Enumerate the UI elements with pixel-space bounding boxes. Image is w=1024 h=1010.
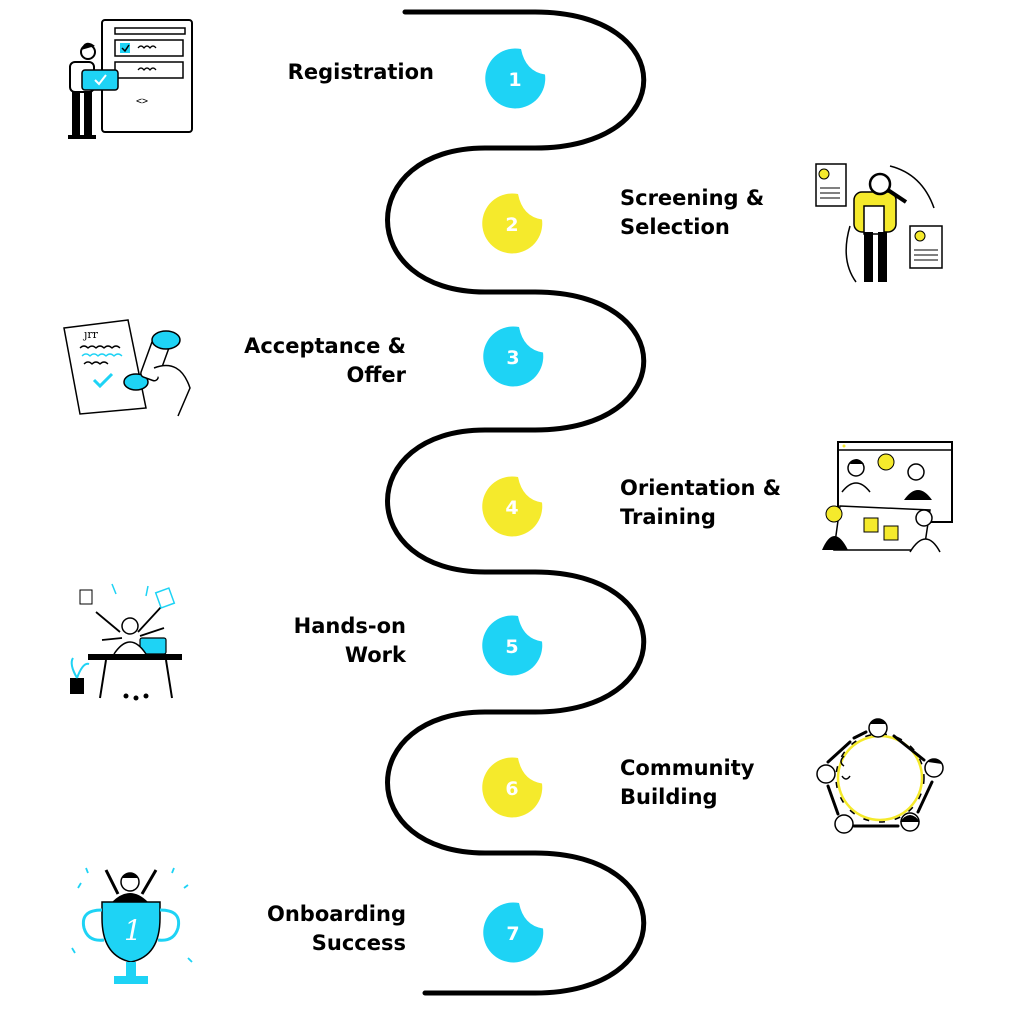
step-number: 4 (505, 497, 518, 519)
svg-text:<>: <> (136, 96, 148, 107)
community-building-illustration (816, 718, 944, 834)
hands-on-work-illustration (70, 583, 182, 701)
step-label-line: Orientation & (620, 476, 782, 500)
step-badge-blob (483, 326, 544, 387)
orientation-illustration (822, 441, 953, 553)
step-label-line: Training (620, 505, 716, 529)
step-label-hands-on: Hands-on Work (294, 612, 406, 670)
svg-text:ȷrr: ȷrr (82, 328, 99, 341)
step-number: 6 (505, 778, 518, 800)
screening-illustration (815, 163, 943, 283)
step-badges: 1 2 3 4 5 6 7 (482, 48, 546, 963)
registration-illustration: <> (68, 19, 193, 139)
step-badge: 3 (483, 326, 544, 387)
step-label-orientation: Orientation & Training (620, 474, 781, 532)
step-badge: 1 (485, 48, 546, 109)
step-label-line: Offer (346, 363, 406, 387)
winding-path (385, 9, 647, 996)
step-label-line: Work (344, 643, 406, 667)
step-badge: 2 (482, 193, 543, 254)
step-label-success: Onboarding Success (267, 900, 406, 958)
step-badge-blob (482, 476, 543, 537)
step-label-line: Screening & (620, 186, 765, 210)
step-badge: 4 (482, 476, 543, 537)
step-label-line: Selection (620, 215, 730, 239)
step-number: 2 (505, 214, 518, 236)
acceptance-illustration: ȷrr (63, 319, 191, 417)
step-label-line: Onboarding (266, 902, 406, 926)
step-label-line: Registration (287, 60, 434, 84)
step-number: 3 (506, 347, 519, 369)
step-label-line: Success (311, 931, 406, 955)
step-badge-blob (482, 615, 543, 676)
step-badge: 6 (482, 757, 543, 818)
step-badge-blob (485, 48, 546, 109)
step-label-screening: Screening & Selection (620, 184, 764, 242)
step-badge-blob (482, 193, 543, 254)
step-badge: 5 (482, 615, 543, 676)
onboarding-success-illustration: 1 (71, 867, 193, 984)
step-label-community: Community Building (620, 754, 754, 812)
step-number: 1 (508, 69, 521, 91)
step-number: 7 (506, 923, 519, 945)
step-label-line: Building (620, 785, 718, 809)
svg-text:1: 1 (124, 914, 142, 947)
step-badge-blob (483, 902, 544, 963)
step-number: 5 (505, 636, 518, 658)
step-badge: 7 (483, 902, 544, 963)
step-label-line: Hands-on (293, 614, 406, 638)
step-label-registration: Registration (288, 58, 434, 87)
step-label-line: Acceptance & (244, 334, 406, 358)
step-label-line: Community (620, 756, 755, 780)
step-badge-blob (482, 757, 543, 818)
step-label-acceptance: Acceptance & Offer (244, 332, 406, 390)
